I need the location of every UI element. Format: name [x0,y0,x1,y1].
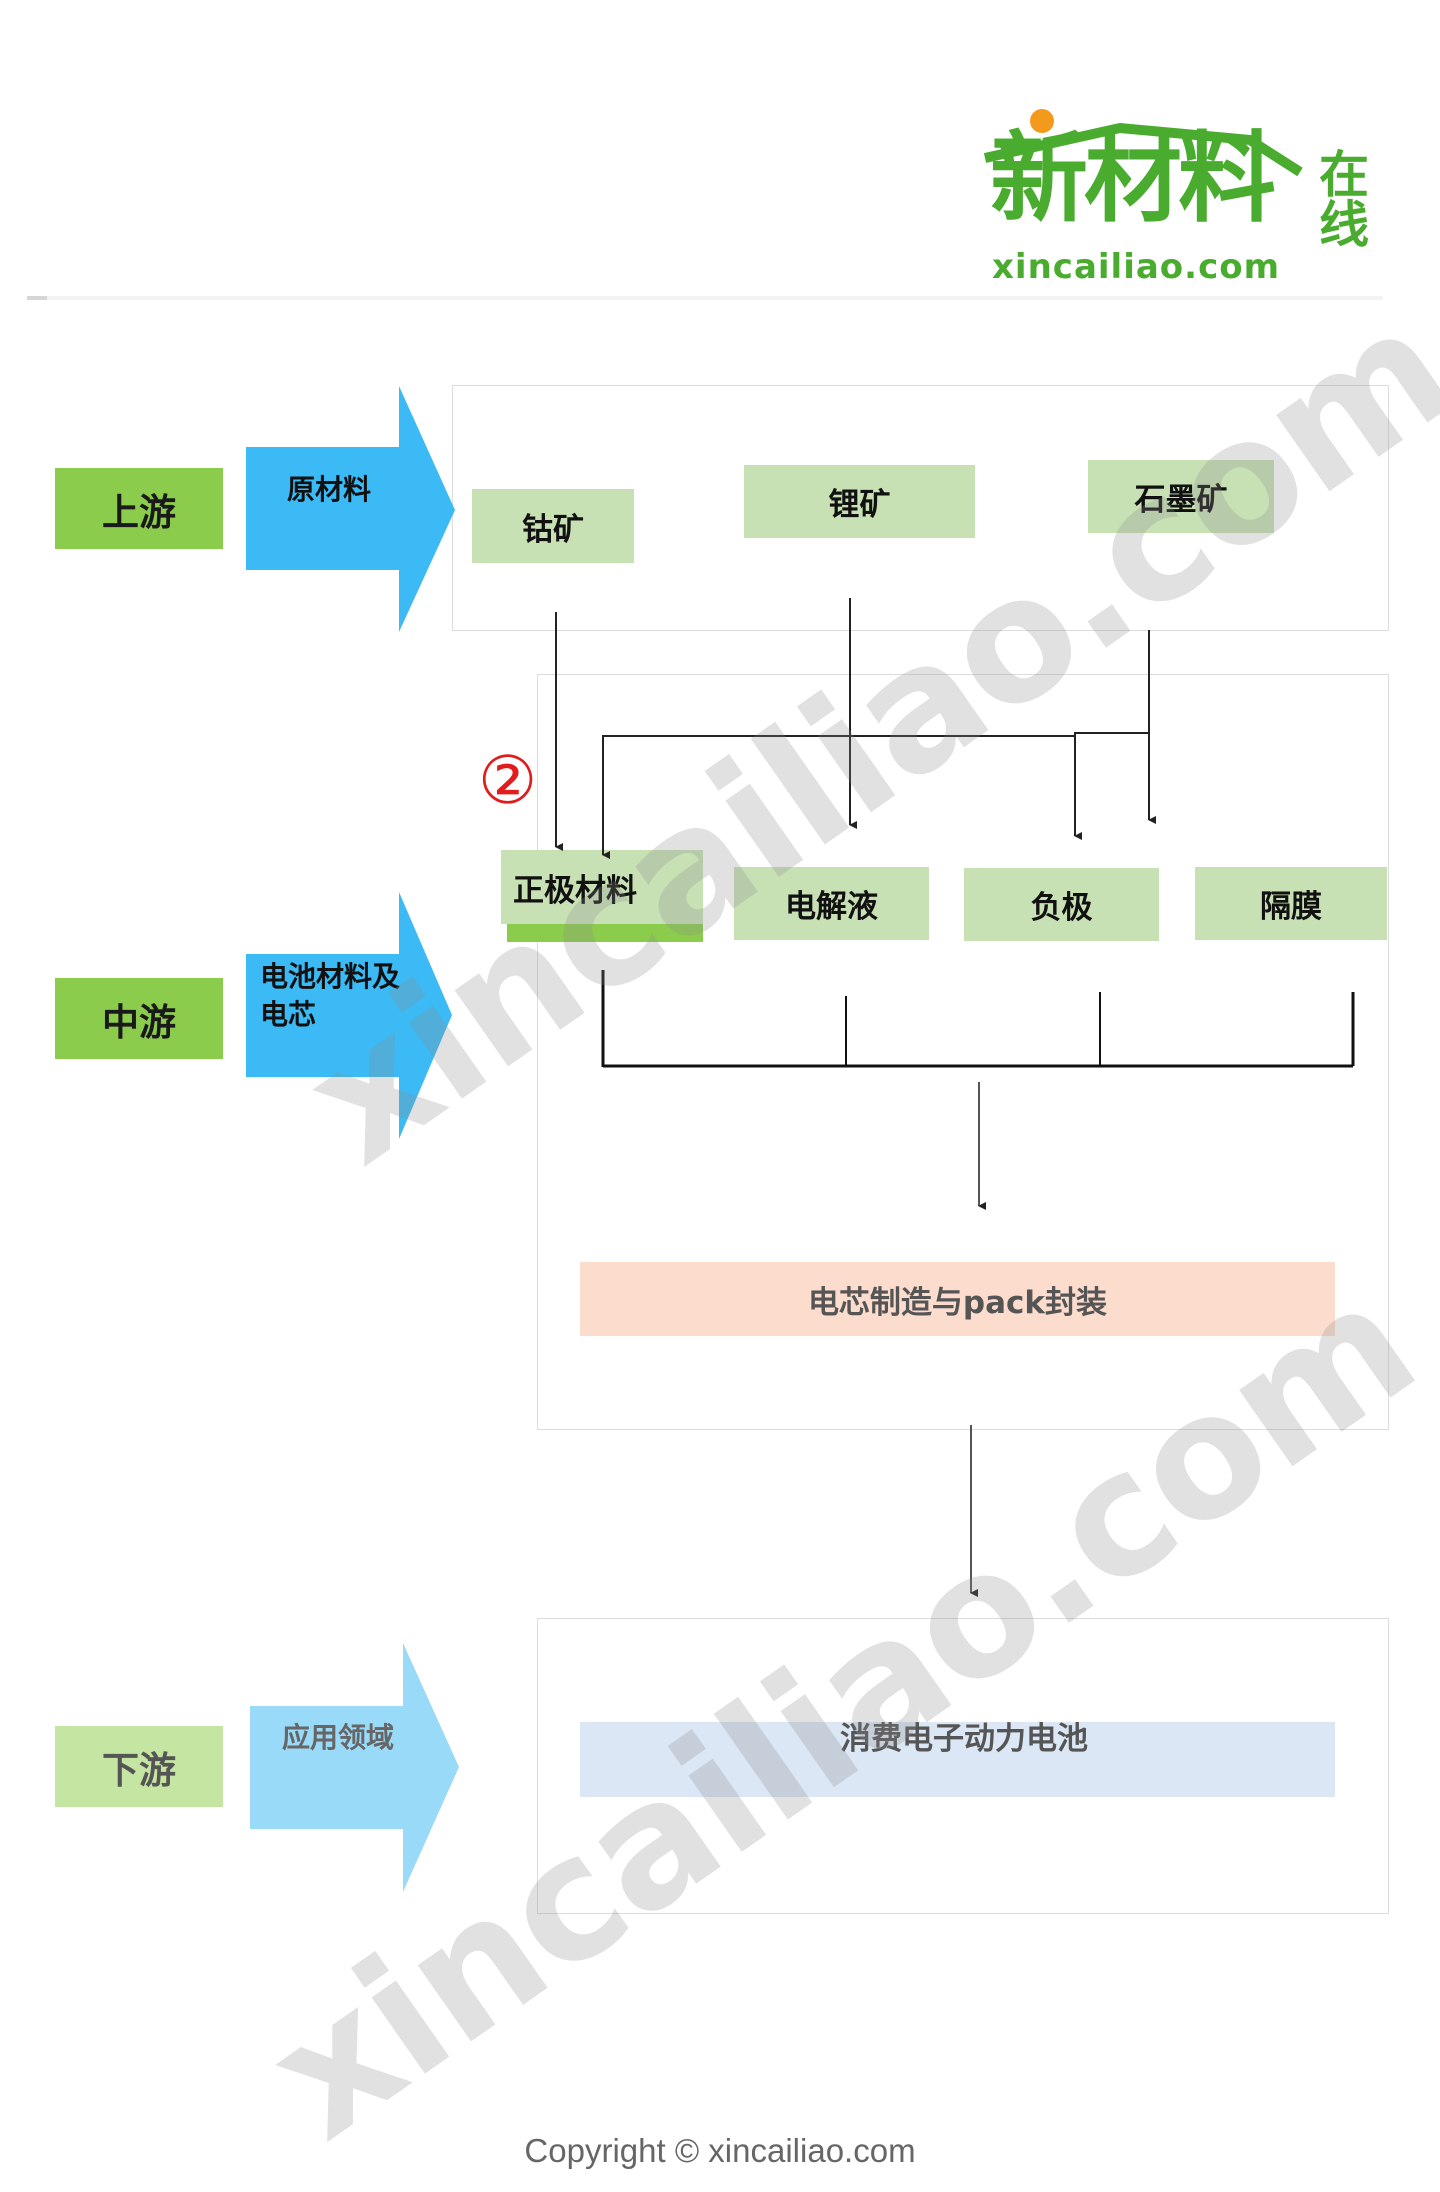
raw-cobalt-box: 钴矿 [472,489,634,563]
stage-upstream: 上游 [55,468,223,549]
stage-midstream: 中游 [55,978,223,1059]
arrow-label-raw-materials: 原材料 [287,473,372,506]
cathode-box: 正极材料 [501,850,703,924]
cathode-underline [507,924,703,942]
logo-brand: 新材料 [990,122,1276,236]
header-divider [27,296,1383,300]
application-box [580,1722,1335,1797]
logo-brand-suffix: 在线 [1319,146,1369,254]
separator-box: 隔膜 [1195,867,1387,940]
copyright: Copyright © xincailiao.com [524,2132,916,2169]
downstream-arrow-shape [250,1643,459,1892]
raw-lithium-box: 锂矿 [744,465,975,538]
stage-downstream: 下游 [55,1726,223,1807]
header-divider-tick [27,296,47,300]
step-marker: ② [478,742,538,819]
manufacturing-box: 电芯制造与pack封装 [580,1262,1335,1336]
arrow-label-battery-materials: 电池材料及电芯 [260,960,401,1031]
electrolyte-box: 电解液 [734,867,929,940]
raw-graphite-box: 石墨矿 [1088,460,1274,533]
anode-box: 负极 [964,868,1159,941]
upstream-arrow-shape [246,386,455,632]
application-label: 消费电子动力电池 [840,1721,1088,1757]
arrow-label-application: 应用领域 [282,1721,395,1754]
logo-url: xincailiao.com [992,247,1281,287]
